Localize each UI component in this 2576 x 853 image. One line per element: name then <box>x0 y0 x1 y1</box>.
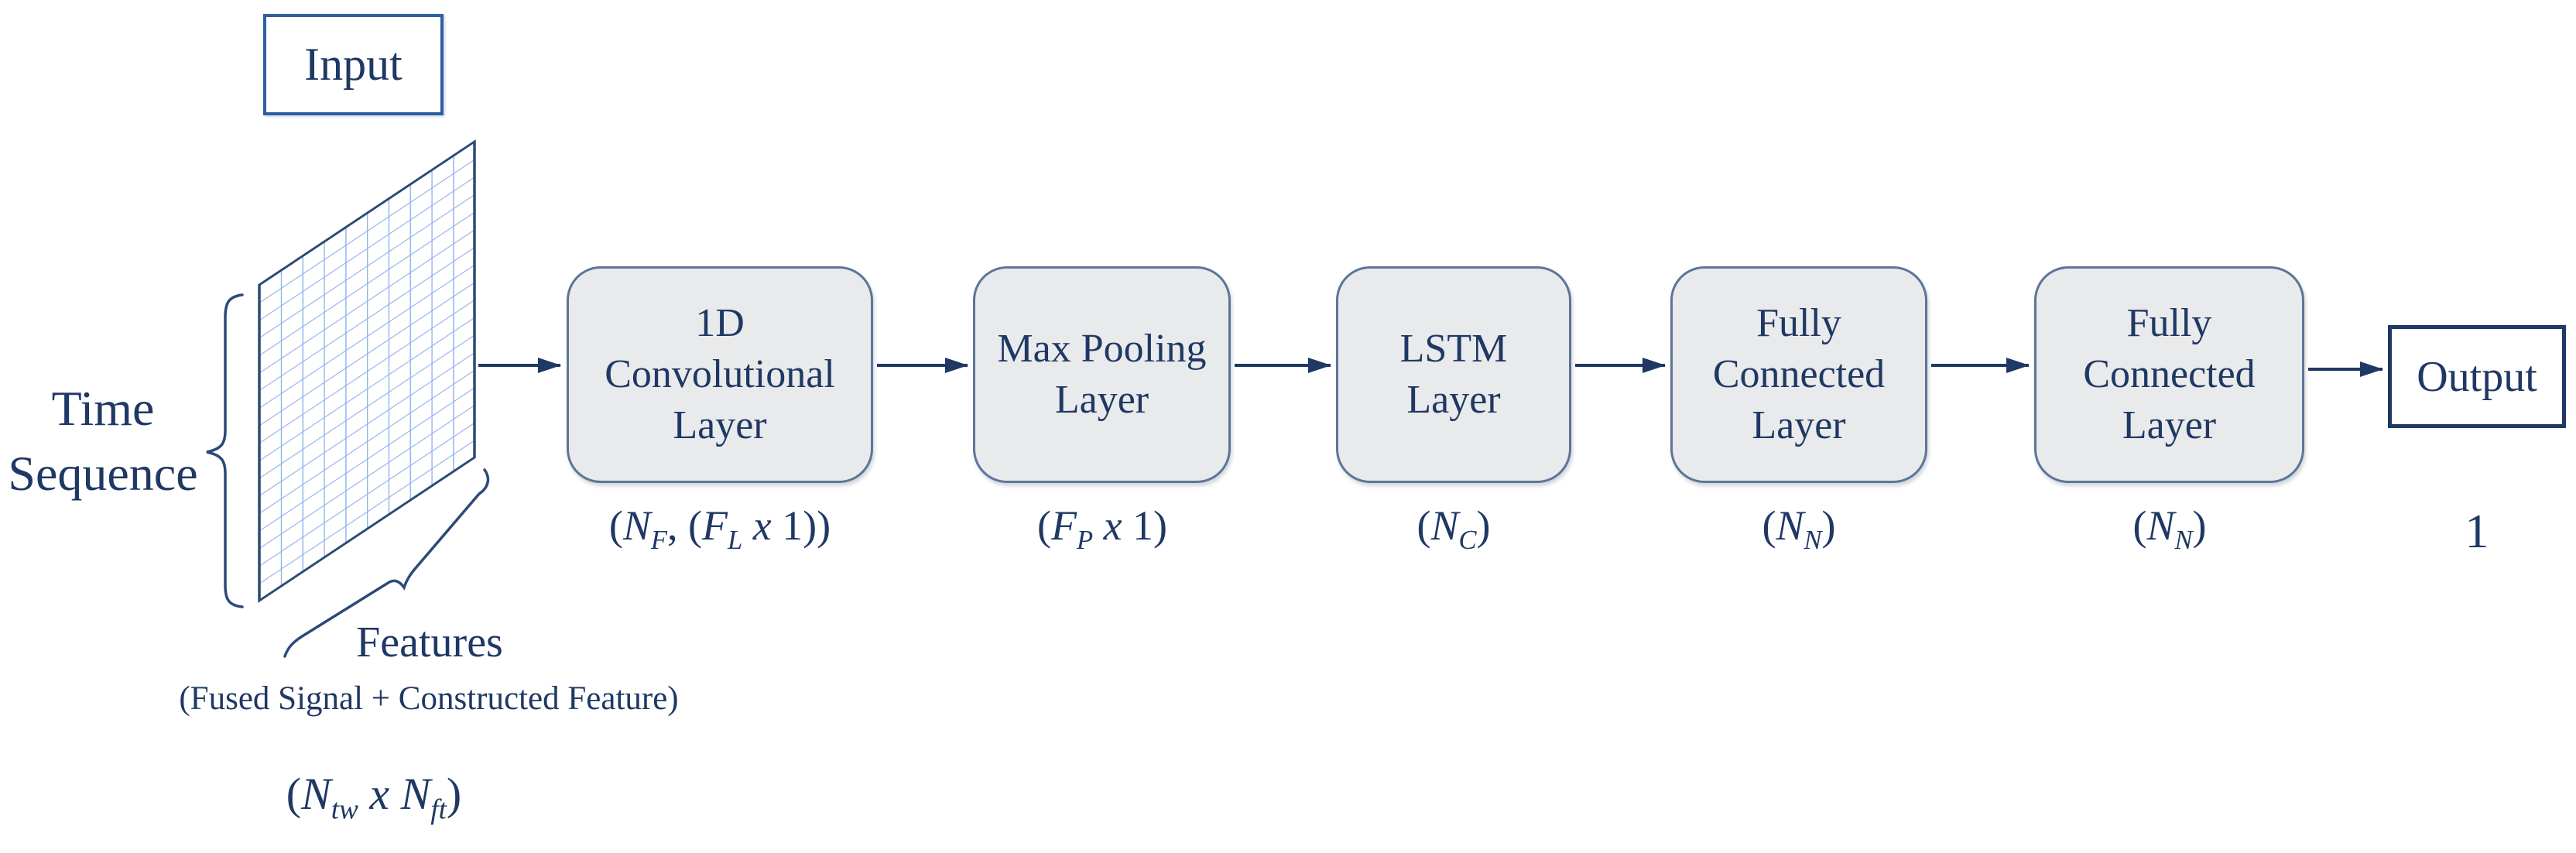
layer-label-line: Layer <box>673 403 767 447</box>
layer-label-line: Layer <box>2122 403 2217 447</box>
layer-box-conv1d: 1D Convolutional Layer <box>567 266 873 483</box>
layer-label-line: Connected <box>1712 352 1886 396</box>
time-sequence-label: Time Sequence <box>6 376 200 506</box>
time-sequence-line2: Sequence <box>8 446 198 501</box>
layer-label-line: 1D <box>695 301 745 345</box>
layer-params-conv1d: (NF, (FL x 1)) <box>608 502 831 555</box>
layer-box-fc2: Fully Connected Layer <box>2034 266 2304 483</box>
layer-params-fc1: (NN) <box>1762 502 1836 555</box>
features-caption: (Fused Signal + Constructed Feature) <box>179 680 679 717</box>
output-label: Output <box>2417 352 2537 401</box>
layer-label-line: LSTM <box>1399 327 1508 371</box>
layer-params-fc2: (NN) <box>2132 502 2207 555</box>
time-sequence-line1: Time <box>51 381 155 436</box>
input-dimensions-math: (Ntw x Nft) <box>286 769 462 826</box>
output-box: Output <box>2388 325 2566 428</box>
layer-label-line: Layer <box>1752 403 1846 447</box>
output-dimension: 1 <box>2465 505 2489 558</box>
features-label: Features <box>356 618 503 666</box>
layer-box-fc1: Fully Connected Layer <box>1670 266 1927 483</box>
layer-box-lstm: LSTM Layer <box>1336 266 1571 483</box>
layer-label-line: Max Pooling <box>997 327 1207 371</box>
features-brace <box>283 468 490 658</box>
layer-label-line: Connected <box>2083 352 2256 396</box>
layer-label-line: Layer <box>1406 378 1501 422</box>
input-box: Input <box>263 14 444 115</box>
layer-params-maxpool: (FP x 1) <box>1036 502 1168 555</box>
layer-label-line: Layer <box>1054 378 1149 422</box>
layer-params-lstm: (NC) <box>1416 502 1491 555</box>
time-sequence-brace <box>206 293 244 608</box>
layer-box-maxpool: Max Pooling Layer <box>973 266 1231 483</box>
input-matrix-grid <box>258 139 476 603</box>
layer-label-line: Convolutional <box>605 352 835 396</box>
layer-label-line: Fully <box>2126 301 2212 345</box>
layer-label-line: Fully <box>1756 301 1841 345</box>
input-label: Input <box>304 39 402 90</box>
